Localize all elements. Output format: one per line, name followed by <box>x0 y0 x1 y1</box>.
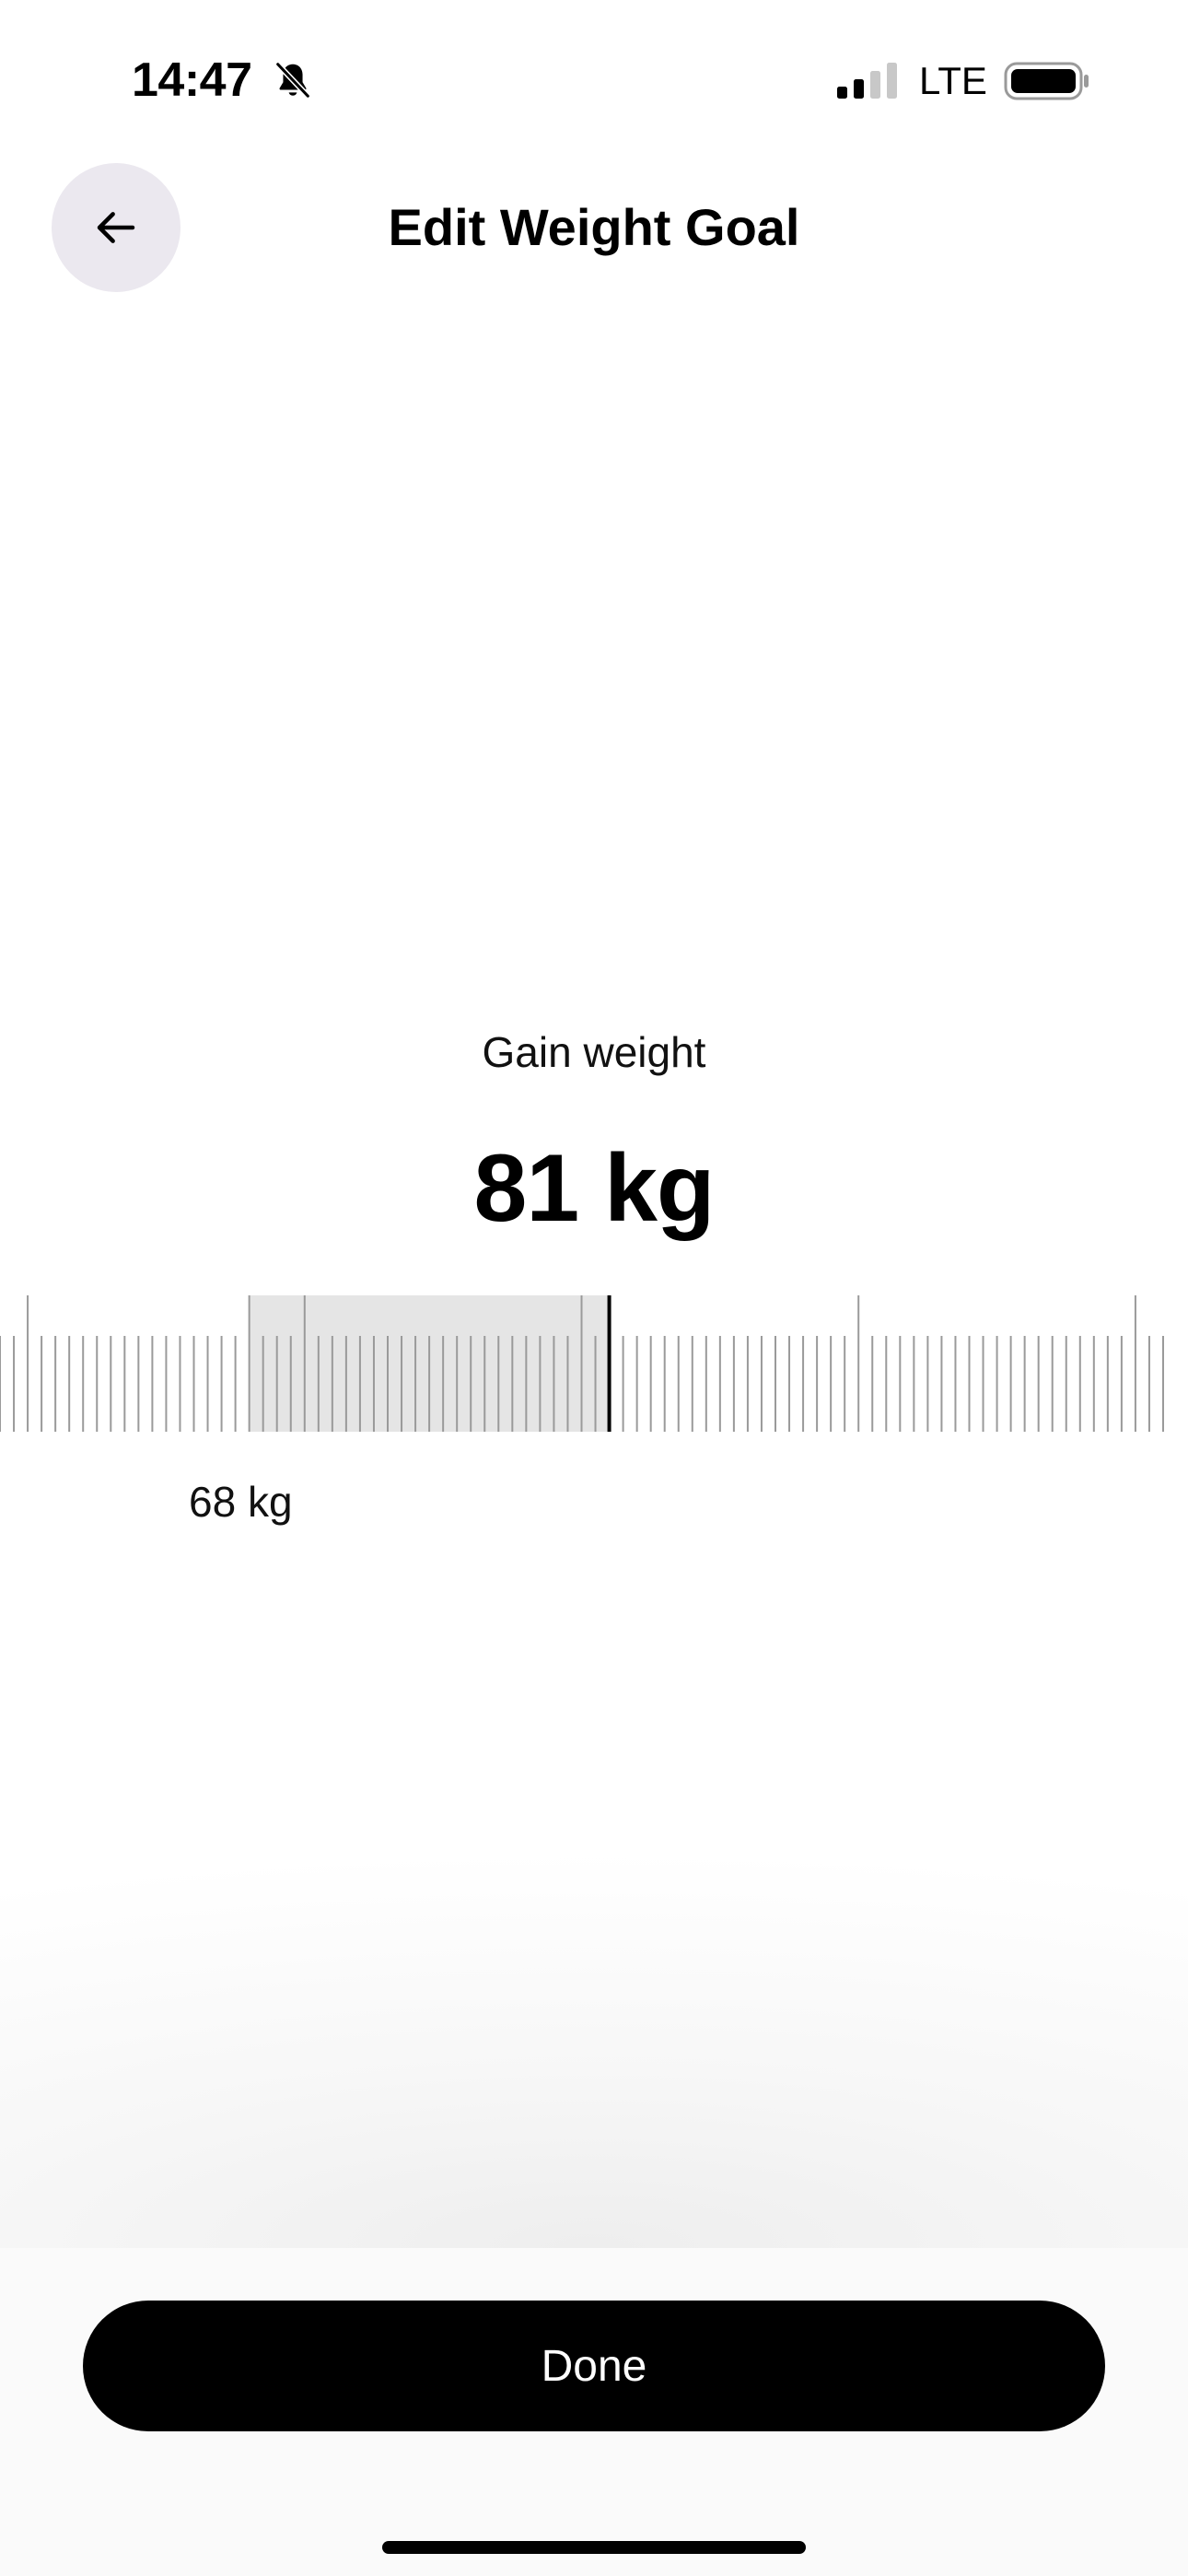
page-title: Edit Weight Goal <box>388 198 800 256</box>
goal-type-label: Gain weight <box>482 1028 706 1076</box>
network-type: LTE <box>919 59 987 102</box>
done-button[interactable]: Done <box>83 2301 1105 2431</box>
target-weight-value: 81 kg <box>473 1135 716 1242</box>
signal-strength-icon <box>837 63 897 99</box>
arrow-left-icon <box>97 212 135 243</box>
back-button[interactable] <box>52 163 181 292</box>
weight-ruler-slider[interactable] <box>0 1290 1188 1437</box>
status-time: 14:47 <box>132 53 252 107</box>
bottom-gradient <box>0 1852 1188 2248</box>
battery-icon <box>1004 62 1089 100</box>
current-weight-label: 68 kg <box>189 1478 293 1526</box>
bell-slash-icon <box>274 61 311 100</box>
home-indicator <box>382 2541 806 2554</box>
